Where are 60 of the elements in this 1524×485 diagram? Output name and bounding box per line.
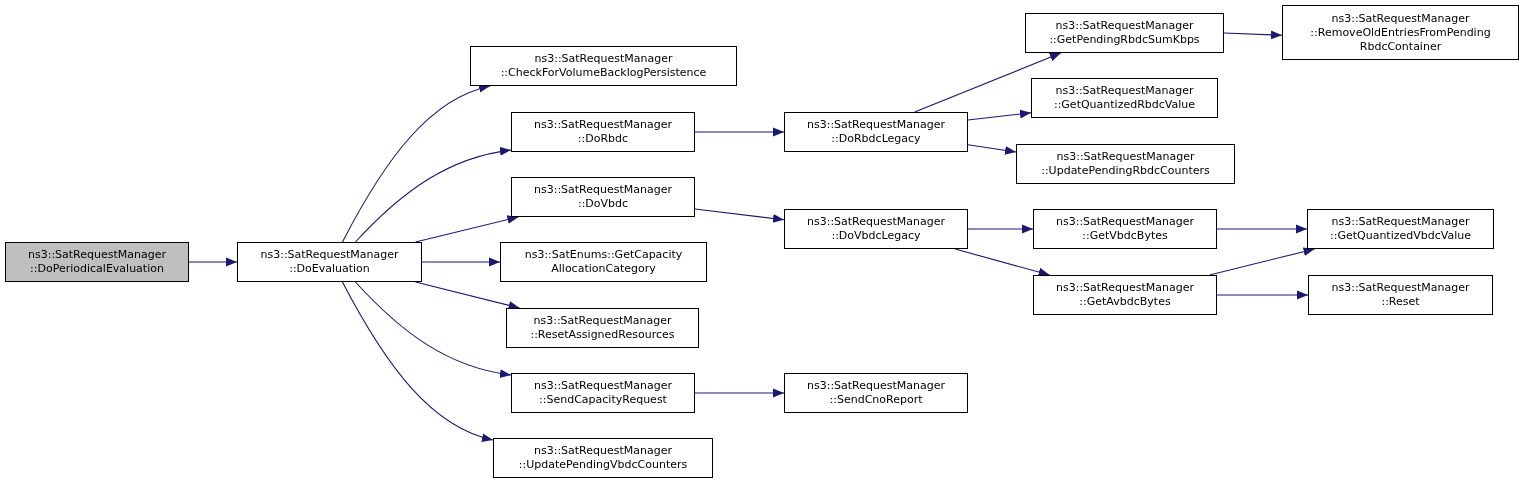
function-name: ns3::SatRequestManager ::RemoveOldEntriesFromPending RbdcContainer xyxy=(1309,11,1492,54)
function-box xyxy=(237,242,422,282)
function-name: ns3::SatRequestManager ::DoVbdcLegacy xyxy=(805,215,947,243)
function-name: ns3::SatRequestManager ::ResetAssignedResources xyxy=(529,314,676,342)
arrow xyxy=(694,208,785,223)
arrow xyxy=(341,84,491,243)
function-box xyxy=(784,209,968,249)
function-name: ns3::SatRequestManager ::UpdatePendingRbdcCounters xyxy=(1040,150,1211,178)
function-name: ns3::SatRequestManager ::DoEvaluation xyxy=(259,248,400,276)
function-name: ns3::SatRequestManager ::DoRbdc xyxy=(532,118,674,146)
arrow xyxy=(421,257,501,267)
function-box xyxy=(1025,13,1224,53)
function-box xyxy=(1033,209,1217,249)
function-name: ns3::SatRequestManager ::GetQuantizedRbdcValue xyxy=(1052,84,1197,112)
arrow xyxy=(967,144,1017,155)
function-box xyxy=(1282,5,1519,60)
function-box xyxy=(470,46,737,86)
function-box xyxy=(493,438,713,478)
arrow xyxy=(414,281,521,310)
function-box xyxy=(506,308,699,348)
function-box xyxy=(1307,209,1494,249)
arrow xyxy=(354,281,512,378)
arrow xyxy=(1216,224,1308,234)
function-box xyxy=(784,373,968,413)
arrow xyxy=(414,215,519,243)
function-box xyxy=(511,373,695,413)
arrow xyxy=(954,248,1051,277)
function-name: ns3::SatRequestManager ::SendCapacityRequest xyxy=(532,379,674,407)
function-box xyxy=(1308,275,1493,315)
arrow xyxy=(967,109,1032,121)
function-box xyxy=(784,112,968,152)
arrow xyxy=(341,281,494,442)
function-box xyxy=(1031,78,1218,118)
function-name: ns3::SatRequestManager ::UpdatePendingVbdcCounters xyxy=(517,444,689,472)
function-box xyxy=(511,112,695,152)
function-box xyxy=(1033,275,1217,315)
arrow xyxy=(1209,247,1316,276)
function-name: ns3::SatRequestManager ::DoVbdc xyxy=(532,183,674,211)
arrow xyxy=(914,52,1062,113)
function-name: ns3::SatEnums::GetCapacity AllocationCategory xyxy=(523,248,684,276)
function-box xyxy=(1016,144,1235,184)
function-name: ns3::SatRequestManager ::GetAvbdcBytes xyxy=(1054,281,1196,309)
arrow xyxy=(1223,30,1283,40)
arrow xyxy=(188,257,238,267)
function-name: ns3::SatRequestManager ::DoPeriodicalEvaluation xyxy=(26,248,168,276)
function-name: ns3::SatRequestManager ::GetPendingRbdcSumKbps xyxy=(1048,19,1201,47)
function-name: ns3::SatRequestManager ::SendCnoReport xyxy=(805,379,947,407)
function-name: ns3::SatRequestManager ::Reset xyxy=(1330,281,1471,309)
function-name: ns3::SatRequestManager ::GetQuantizedVbdcValue xyxy=(1329,215,1472,243)
arrow xyxy=(694,127,785,137)
function-box xyxy=(5,242,189,282)
arrow xyxy=(354,147,512,243)
function-name: ns3::SatRequestManager ::DoRbdcLegacy xyxy=(805,118,947,146)
function-box xyxy=(511,177,695,217)
function-name: ns3::SatRequestManager ::GetVbdcBytes xyxy=(1054,215,1196,243)
function-box xyxy=(500,242,707,282)
arrow xyxy=(694,388,785,398)
function-name: ns3::SatRequestManager ::CheckForVolumeBacklogPersistence xyxy=(499,52,708,80)
arrow xyxy=(967,224,1034,234)
arrow xyxy=(1216,290,1309,300)
